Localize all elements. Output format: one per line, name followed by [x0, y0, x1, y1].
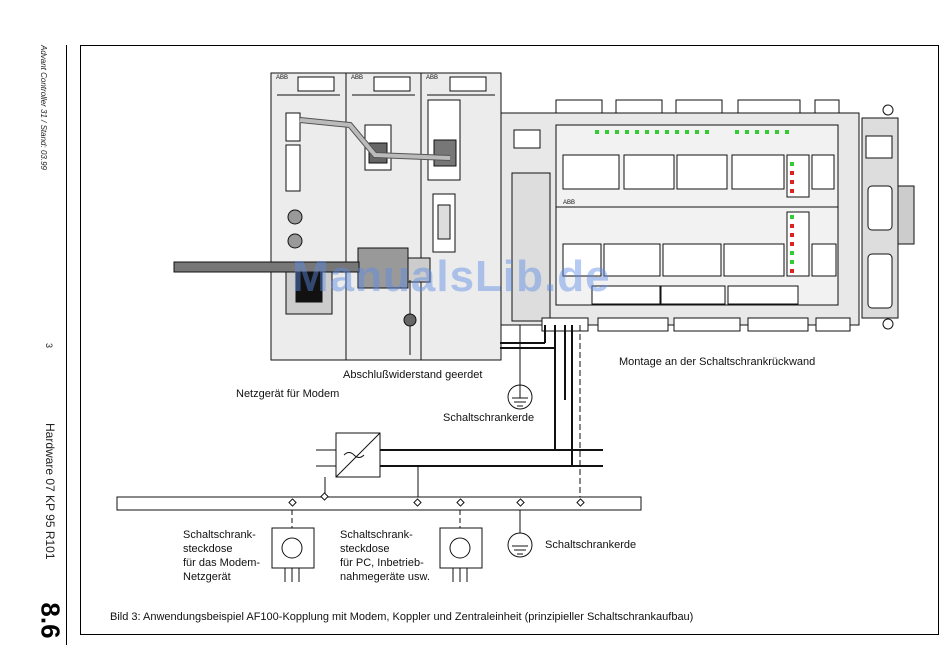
- ground-symbol-bottom: [507, 532, 533, 558]
- socket-modem-line: Netzgerät: [183, 571, 231, 583]
- label-socket-pc: Schaltschrank- steckdose für PC, Inbetri…: [340, 528, 430, 584]
- figure-caption: Bild 3: Anwendungsbeispiel AF100-Kopplun…: [110, 611, 694, 623]
- socket-pc-line: steckdose: [340, 543, 390, 555]
- label-socket-modem: Schaltschrank- steckdose für das Modem- …: [183, 528, 260, 584]
- margin-rule: [66, 45, 67, 645]
- brand-label: ABB: [276, 75, 289, 81]
- led-row-top: [595, 130, 794, 273]
- socket-modem-line: für das Modem-: [183, 557, 261, 569]
- socket-pc: [439, 527, 483, 569]
- socket-pc-line: nahmegeräte usw.: [340, 571, 430, 583]
- watermark: ManualsLib.de: [292, 252, 611, 301]
- socket-modem-line: steckdose: [183, 543, 233, 555]
- bus-bar: [116, 496, 642, 511]
- brand-label: ABB: [426, 75, 439, 81]
- label-modem-power-supply: Netzgerät für Modem: [236, 388, 340, 400]
- socket-modem-line: Schaltschrank-: [183, 529, 256, 541]
- socket-modem: [271, 527, 315, 569]
- brand-label: ABB: [351, 75, 364, 81]
- label-terminating-resistor: Abschlußwiderstand geerdet: [343, 369, 483, 381]
- label-cabinet-ground-top: Schaltschrankerde: [443, 412, 535, 424]
- socket-pc-line: Schaltschrank-: [340, 529, 413, 541]
- socket-pc-line: für PC, Inbetrieb-: [340, 557, 424, 569]
- label-mounting: Montage an der Schaltschrankrückwand: [619, 356, 816, 368]
- figure-frame: [80, 45, 939, 635]
- cable-left: [173, 261, 360, 273]
- rack-module-1: [270, 72, 347, 361]
- brand-label: ABB: [563, 200, 576, 206]
- label-cabinet-ground-bottom: Schaltschrankerde: [545, 539, 637, 551]
